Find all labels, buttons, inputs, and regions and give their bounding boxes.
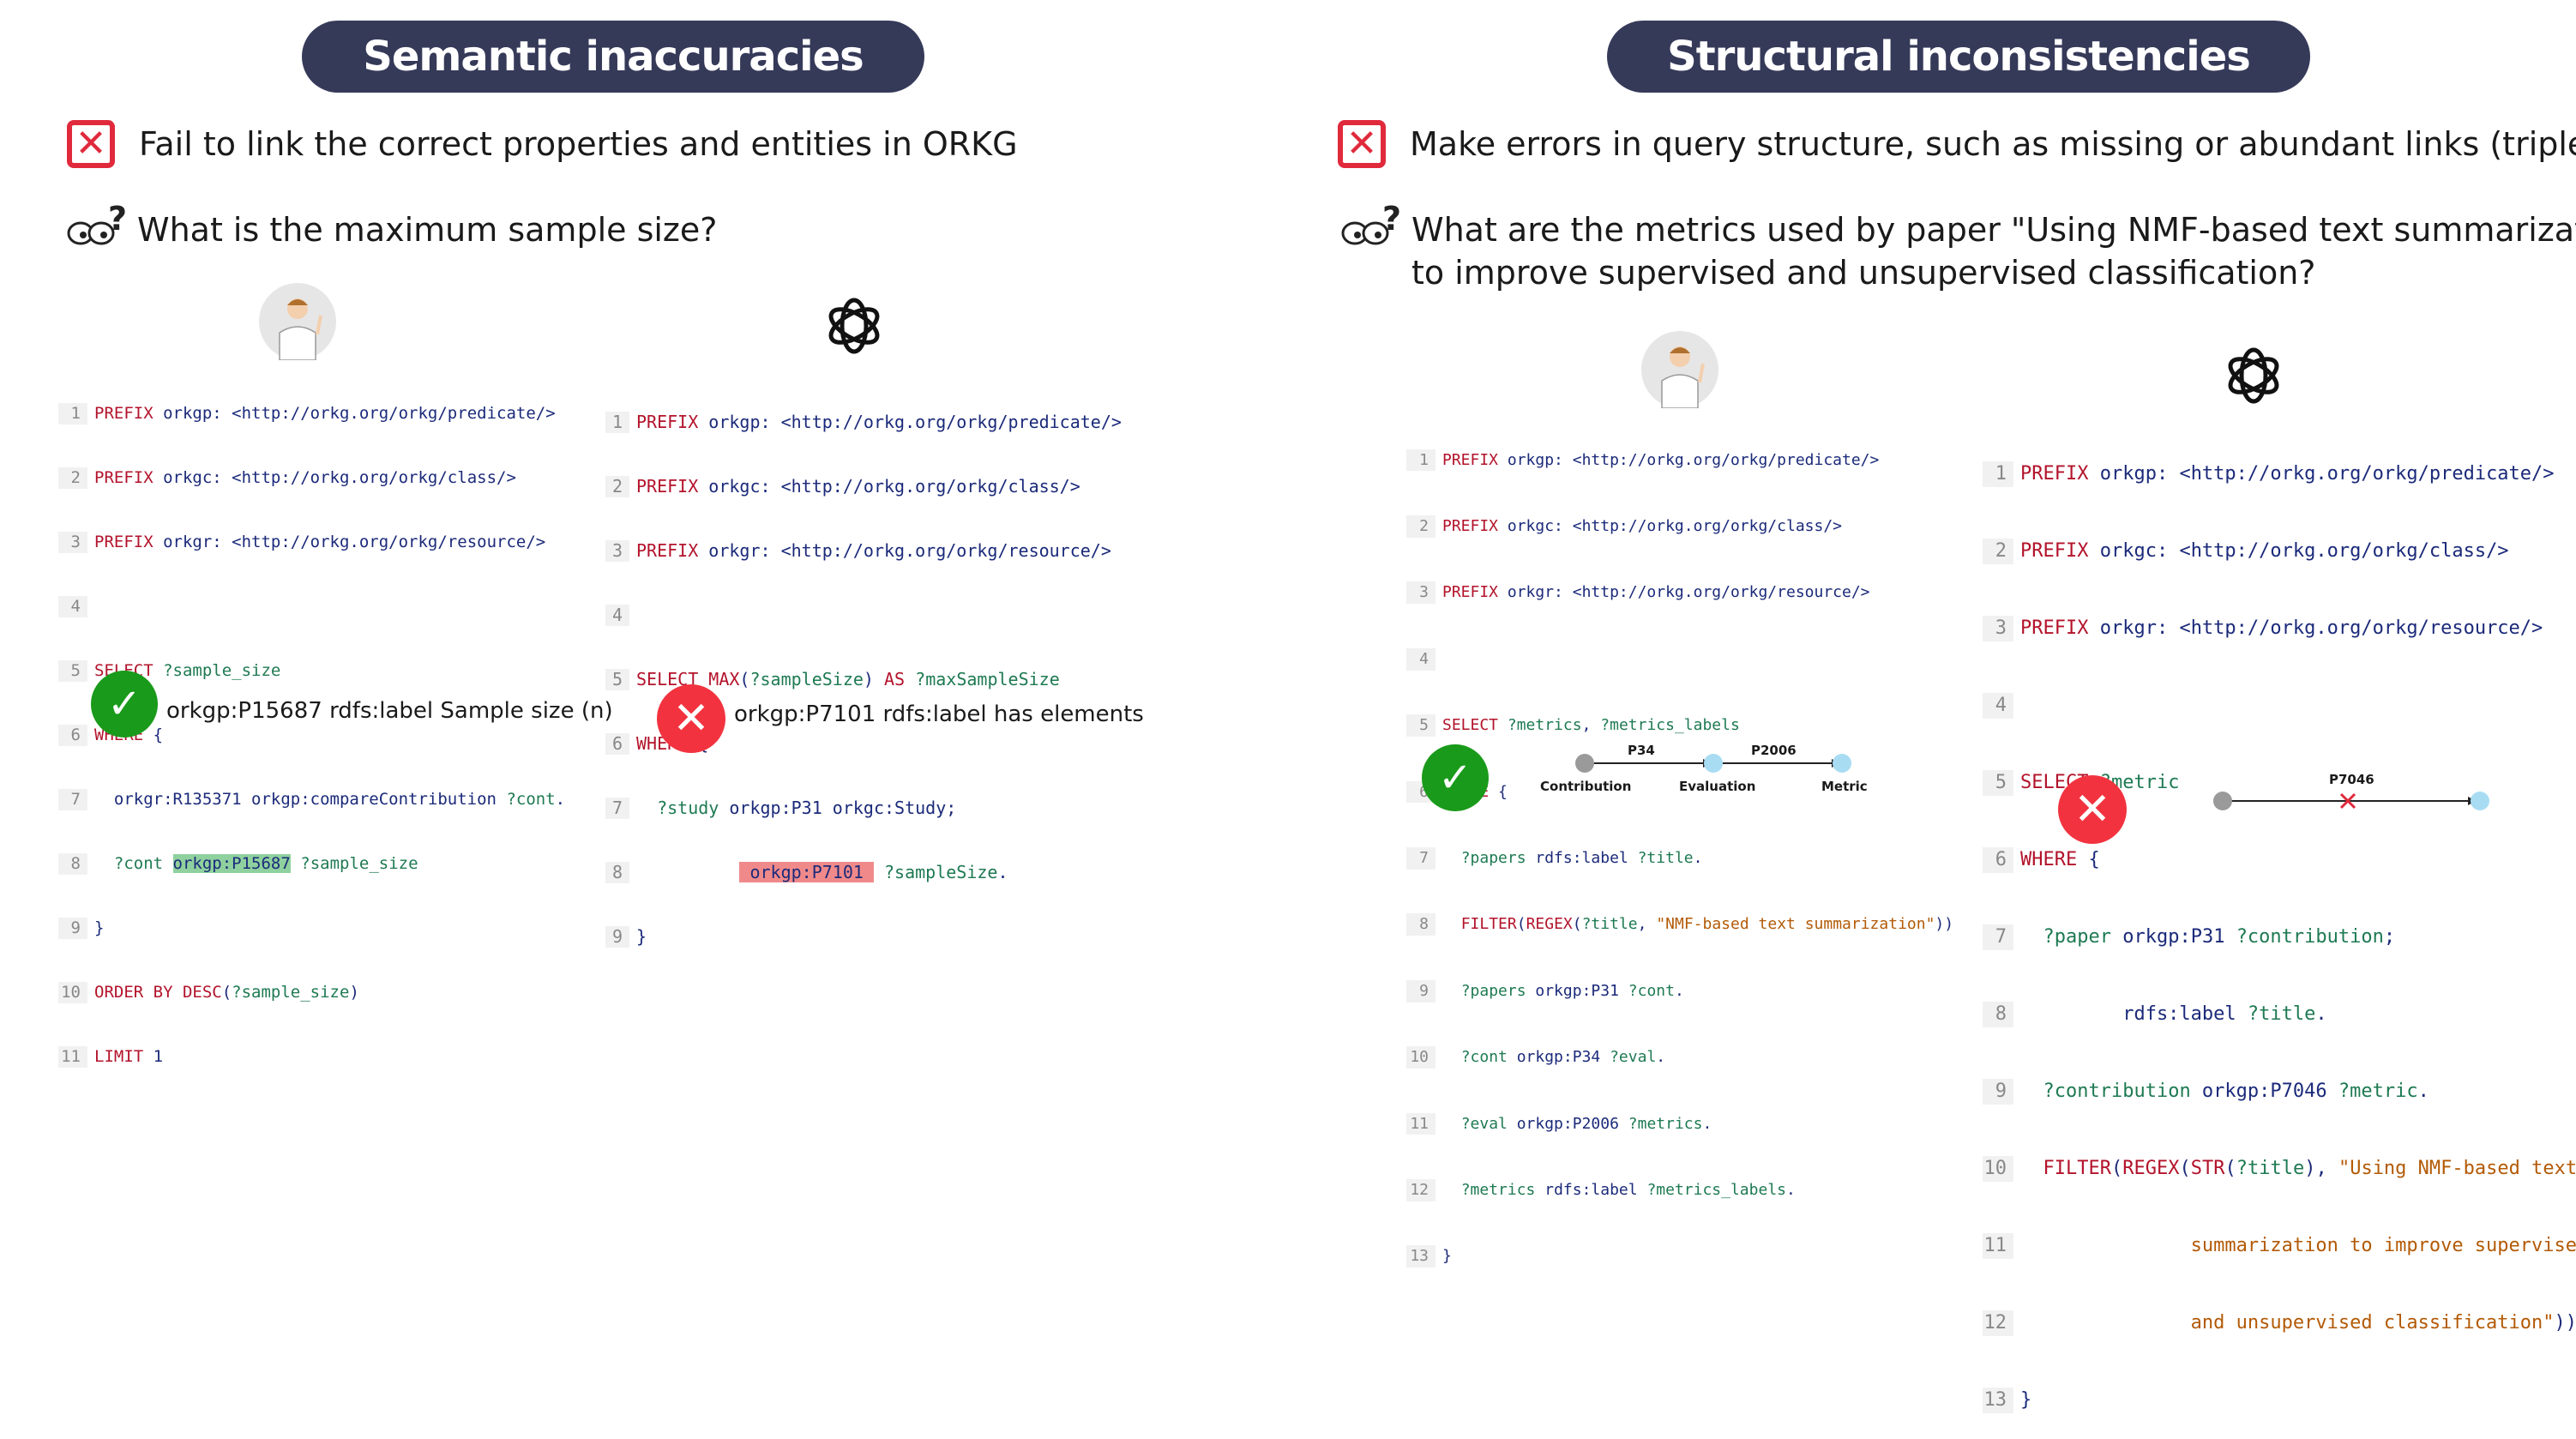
svg-text:?: ? (108, 204, 127, 238)
node-metric (1833, 754, 1851, 773)
wrong-property-highlight: orkgp:P7101 (739, 862, 874, 882)
left-wrong-x-icon: ✕ (657, 684, 725, 753)
left-openai-logo-icon (820, 292, 888, 364)
correct-property-highlight: orkgp:P15687 (172, 854, 291, 873)
right-correct-check-icon: ✓ (1422, 744, 1489, 811)
left-question-text: What is the maximum sample size? (137, 211, 718, 249)
left-human-avatar (254, 283, 341, 364)
left-title-pill: Semantic inaccuracies Problem (302, 21, 924, 153)
node-evaluation (1704, 754, 1723, 773)
node-label-metric: Metric (1821, 779, 1868, 794)
right-human-avatar (1636, 331, 1724, 412)
svg-text:?: ? (1382, 204, 1401, 238)
right-wrong-path-diagram: P34 P7046 (2204, 768, 2495, 820)
right-thinking-eyes-icon: ? (1339, 200, 1403, 259)
left-correct-caption: orkgp:P15687 rdfs:label Sample size (n) (166, 698, 613, 724)
right-title: Structural inconsistencies Problem (1667, 33, 2251, 153)
right-problem-text: Make errors in query structure, such as … (1410, 125, 2576, 163)
right-wrong-x-icon: ✕ (2058, 775, 2127, 844)
left-correct-check-icon: ✓ (91, 671, 158, 738)
edge-label-p34: P34 (1628, 743, 1655, 758)
node-label-evaluation: Evaluation (1679, 779, 1756, 794)
right-error-box-icon: ✕ (1338, 120, 1386, 168)
left-wrong-caption: orkgp:P7101 rdfs:label has elements (734, 701, 1144, 727)
left-title: Semantic inaccuracies Problem (363, 33, 864, 153)
right-question-line2: to improve supervised and unsupervised c… (1411, 254, 2316, 292)
left-problem-text: Fail to link the correct properties and … (139, 125, 1018, 163)
right-correct-path-diagram: P34 P2006 Contribution Evaluation Metric (1535, 743, 1878, 803)
right-openai-logo-icon (2219, 341, 2288, 413)
right-title-pill: Structural inconsistencies Problem (1607, 21, 2310, 153)
right-question-line1: What are the metrics used by paper "Usin… (1411, 211, 2576, 249)
node-contribution (1575, 754, 1594, 773)
left-thinking-eyes-icon: ? (65, 200, 129, 259)
node-end (2471, 792, 2489, 810)
wrong-edge-label: P7046 (2329, 772, 2374, 787)
edge-label-p2006: P2006 (1751, 743, 1797, 758)
node-start (2213, 792, 2232, 810)
node-label-contribution: Contribution (1540, 779, 1632, 794)
broken-link-cross-icon (2339, 792, 2356, 810)
left-error-box-icon: ✕ (67, 120, 115, 168)
